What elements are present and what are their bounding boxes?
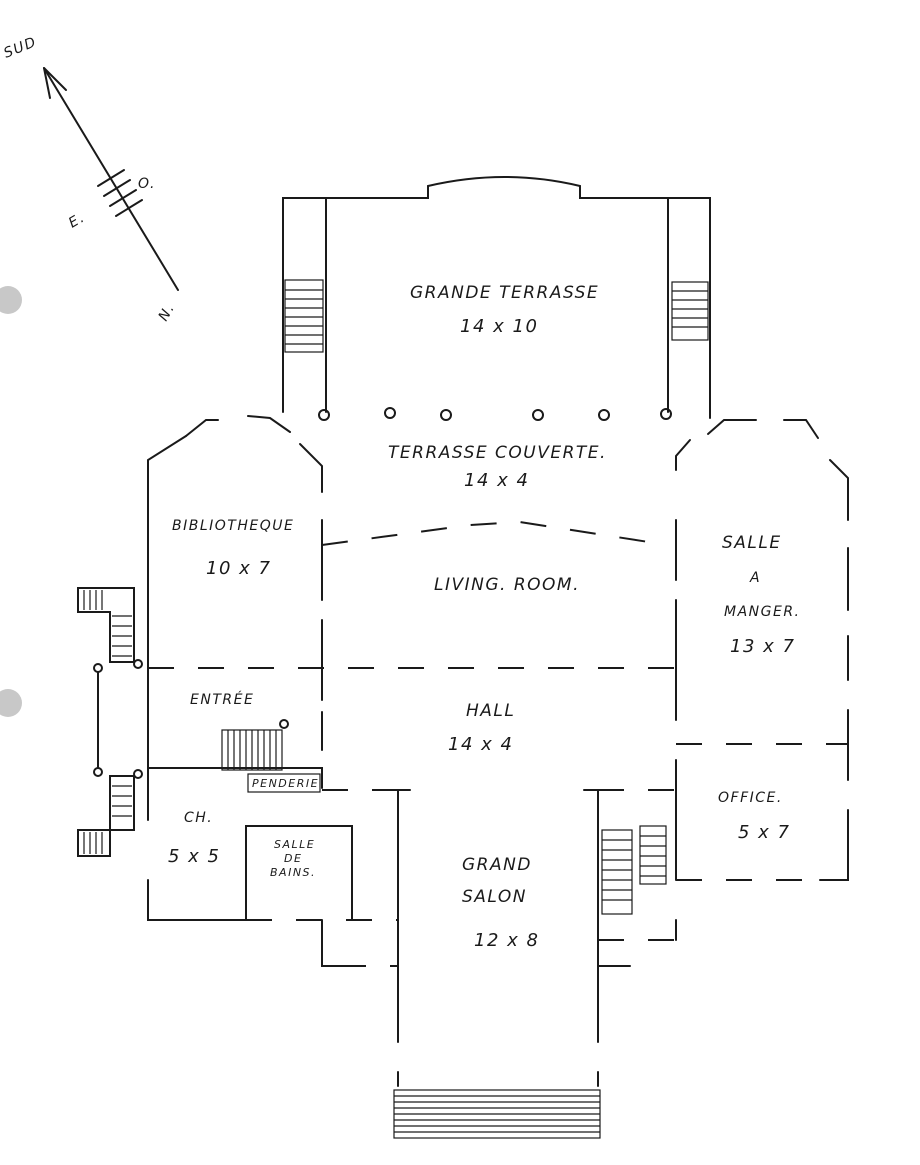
chambre-label: CH. xyxy=(184,810,213,826)
compass-arrowhead xyxy=(43,67,67,99)
bibliotheque-dims: 10 x 7 xyxy=(206,558,271,579)
living-room-label: LIVING. ROOM. xyxy=(434,575,580,595)
compass-tick xyxy=(103,179,131,197)
hall-stairs xyxy=(221,719,321,793)
terrasse-couverte-label: TERRASSE COUVERTE. xyxy=(388,443,607,463)
compass-south-label: SUD xyxy=(2,34,40,62)
chambre-dims: 5 x 5 xyxy=(168,846,221,867)
grande-terrasse-dims: 14 x 10 xyxy=(460,316,538,337)
punch-hole-top xyxy=(0,286,22,314)
grand-salon-dims: 12 x 8 xyxy=(474,930,539,951)
salle-a-manger-line2: A xyxy=(749,570,761,586)
salle-de-bains-line3: BAINS. xyxy=(270,866,316,879)
terrasse-couverte-dims: 14 x 4 xyxy=(464,470,529,491)
compass-east-label: E. xyxy=(66,209,88,231)
grande-terrasse-label: GRANDE TERRASSE xyxy=(410,283,599,303)
compass-tick xyxy=(115,199,143,217)
hall-dims: 14 x 4 xyxy=(448,734,513,755)
salle-a-manger-line3: MANGER. xyxy=(724,604,801,620)
compass-tick xyxy=(109,189,137,207)
hall-label: HALL xyxy=(466,701,515,721)
grand-salon-line1: GRAND xyxy=(462,855,532,875)
penderie-label: PENDERIE xyxy=(252,777,319,790)
salle-de-bains-line1: SALLE xyxy=(274,838,315,851)
salle-a-manger-line1: SALLE xyxy=(722,533,782,553)
salle-a-manger-dims: 13 x 7 xyxy=(730,636,795,657)
building-walls xyxy=(147,415,849,1139)
side-entrance xyxy=(77,587,143,857)
office-label: OFFICE. xyxy=(718,790,783,806)
compass-west-label: O. xyxy=(138,176,156,192)
grand-salon-line2: SALON xyxy=(462,887,527,907)
salon-stairs xyxy=(601,825,667,915)
salle-de-bains-line2: DE xyxy=(284,852,302,865)
terrace-columns xyxy=(318,407,672,421)
office-dims: 5 x 7 xyxy=(738,822,791,843)
compass-tick xyxy=(97,169,125,187)
compass-north-label: N. xyxy=(156,300,179,324)
entree-label: ENTRÉE xyxy=(190,691,254,708)
grande-terrasse-walls xyxy=(282,176,711,419)
bibliotheque-label: BIBLIOTHEQUE xyxy=(172,518,294,534)
punch-hole-bottom xyxy=(0,689,22,717)
compass: SUD E. O. N. xyxy=(2,34,179,324)
